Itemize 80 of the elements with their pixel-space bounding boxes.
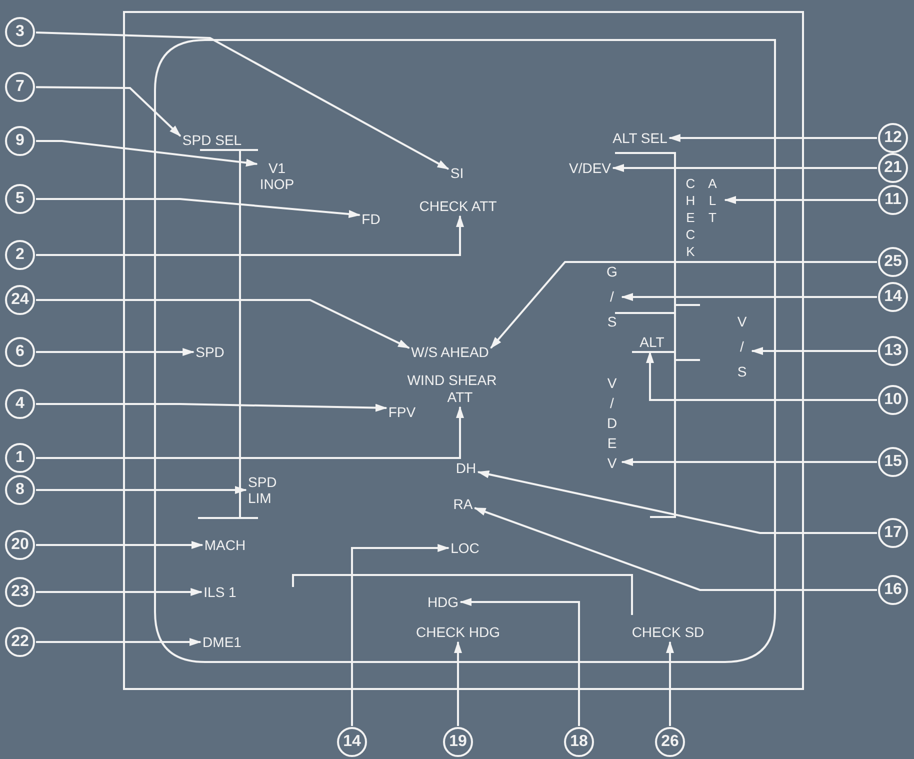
callout-number: 14	[878, 282, 908, 312]
flag-text: RA	[453, 496, 473, 512]
flag-text: WIND SHEAR	[407, 372, 497, 388]
callout-number: 21	[878, 153, 908, 183]
leader-line	[646, 351, 877, 401]
callout-number: 8	[5, 475, 35, 505]
leader-line	[724, 196, 877, 204]
leader-line	[490, 261, 877, 349]
callout-number: 5	[5, 184, 35, 214]
leader-line	[460, 598, 580, 726]
callout-number: 26	[655, 727, 685, 757]
leader-line	[36, 348, 195, 356]
leader-line	[36, 32, 450, 170]
flag-text: MACH	[204, 537, 246, 553]
flag-text: ILS 1	[204, 584, 236, 600]
leader-line	[621, 458, 877, 466]
flag-text: V/DEV	[604, 375, 620, 475]
callout-number: 15	[878, 447, 908, 477]
flag-text: LOC	[450, 540, 480, 556]
callout-number: 10	[878, 385, 908, 415]
callout-number: 11	[878, 185, 908, 215]
flag-text: SPD	[196, 344, 224, 360]
leader-line	[36, 215, 464, 256]
flag-text: DH	[456, 460, 476, 476]
leader-line	[621, 293, 877, 301]
flag-text: CHECK ATT	[419, 198, 497, 214]
flag-text: HDG	[427, 594, 459, 610]
flag-text: W/S AHEAD	[411, 344, 489, 360]
leader-line	[36, 198, 361, 218]
leader-line	[36, 299, 410, 349]
leader-line	[36, 638, 202, 646]
flag-text: ALT	[640, 334, 664, 350]
flag-text: SPD LIM	[248, 474, 284, 506]
callout-number: 4	[5, 389, 35, 419]
callout-number: 9	[5, 126, 35, 156]
callout-number: 13	[878, 336, 908, 366]
callout-number: 2	[5, 240, 35, 270]
flag-text: DME1	[202, 634, 242, 650]
leader-line	[36, 406, 464, 459]
leader-line	[36, 140, 258, 167]
callout-number: 24	[5, 285, 35, 315]
flag-text: CHECK HDG	[416, 624, 500, 640]
leader-line	[612, 164, 877, 172]
leader-line	[36, 403, 388, 412]
callout-number: 16	[878, 575, 908, 605]
flag-text: SPD SEL	[182, 132, 242, 148]
callout-number: 25	[878, 247, 908, 277]
callout-number: 6	[5, 337, 35, 367]
leader-line	[474, 507, 877, 591]
callout-number: 17	[878, 518, 908, 548]
leader-line	[477, 470, 877, 534]
callout-number: 22	[5, 627, 35, 657]
leader-line	[454, 641, 462, 726]
flag-text: FPV	[388, 404, 416, 420]
callout-number: 14	[337, 727, 367, 757]
flag-text: CHECK SD	[632, 624, 704, 640]
leader-line	[36, 588, 203, 596]
callout-number: 12	[878, 123, 908, 153]
flag-text: V1 INOP	[259, 160, 295, 192]
callout-number: 7	[5, 72, 35, 102]
callout-number: 20	[5, 530, 35, 560]
callout-number: 19	[443, 727, 473, 757]
flag-text: SI	[450, 165, 464, 181]
leader-line	[751, 347, 877, 355]
leader-line	[36, 486, 247, 494]
flag-text: ATT	[447, 389, 473, 405]
callout-number: 23	[5, 577, 35, 607]
leader-line	[351, 544, 450, 726]
leader-line	[36, 541, 204, 549]
leader-line	[666, 641, 674, 726]
flag-text: V/S	[734, 314, 750, 388]
callout-number: 18	[564, 727, 594, 757]
flag-text: G/S	[604, 264, 620, 338]
flag-text: FD	[362, 211, 380, 227]
flag-text: V/DEV	[569, 160, 611, 176]
flag-text: ALT SEL	[612, 130, 668, 146]
callout-number: 1	[5, 443, 35, 473]
callout-number: 3	[5, 17, 35, 47]
leader-line	[36, 86, 182, 137]
leader-line	[668, 134, 877, 142]
